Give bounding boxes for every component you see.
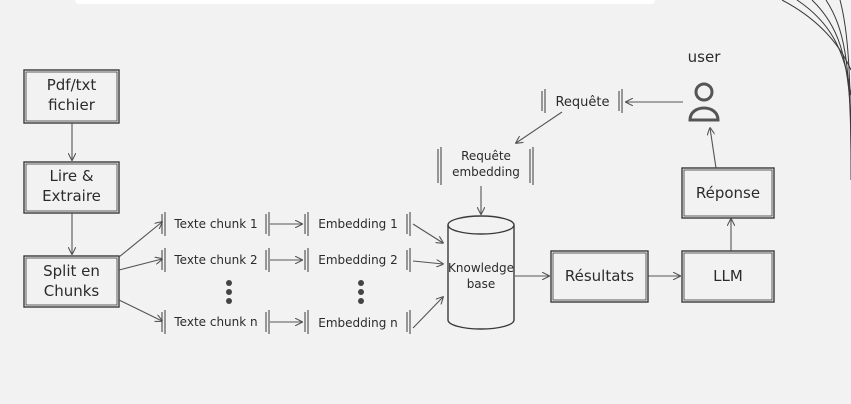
resultats-box-label: Résultats [564, 267, 635, 285]
user-label: user [687, 48, 721, 66]
requete-label: Requête [555, 95, 610, 110]
lire-box-label: Lire & Extraire [42, 167, 101, 206]
corner-decoration [781, 0, 851, 181]
top-toolbar-edge [75, 0, 655, 4]
arrow-requete-to-embedding [516, 111, 563, 143]
requete-embedding-brackets [437, 147, 534, 185]
arrow-split-to-chunkn [118, 299, 162, 321]
resultats-box [550, 250, 649, 303]
chunk-n-label: Texte chunk n [174, 315, 258, 329]
knowledge-base-cylinder [447, 215, 515, 330]
knowledge-base-label: Knowledge base [448, 261, 514, 292]
user-icon [688, 82, 720, 122]
reponse-box [681, 167, 775, 219]
arrow-embedding2-to-kb [412, 261, 443, 264]
requete-embedding-label: Requête embedding [452, 149, 520, 180]
llm-box [681, 250, 775, 303]
llm-box-label: LLM [713, 267, 743, 285]
embedding-n-label: Embedding n [318, 316, 398, 330]
embedding-brackets [304, 212, 411, 334]
arrow-embeddingn-to-kb [412, 297, 443, 329]
requete-brackets [541, 89, 623, 113]
split-box-label: Split en Chunks [43, 262, 100, 301]
split-box [23, 255, 120, 308]
pdf-box-label: Pdf/txt fichier [46, 76, 97, 115]
arrow-embedding1-to-kb [412, 223, 443, 243]
arrow-reponse-to-user [710, 128, 717, 169]
reponse-box-label: Réponse [695, 184, 761, 202]
chunk-brackets [161, 212, 270, 334]
embedding-ellipsis-dots [358, 280, 364, 304]
chunk-ellipsis-dots [226, 280, 232, 304]
arrow-split-to-chunk1 [118, 222, 162, 258]
chunk-2-label: Texte chunk 2 [174, 253, 258, 267]
arrow-split-to-chunk2 [118, 259, 162, 271]
embedding-2-label: Embedding 2 [318, 253, 398, 267]
chunk-1-label: Texte chunk 1 [174, 217, 258, 231]
embedding-1-label: Embedding 1 [318, 217, 398, 231]
